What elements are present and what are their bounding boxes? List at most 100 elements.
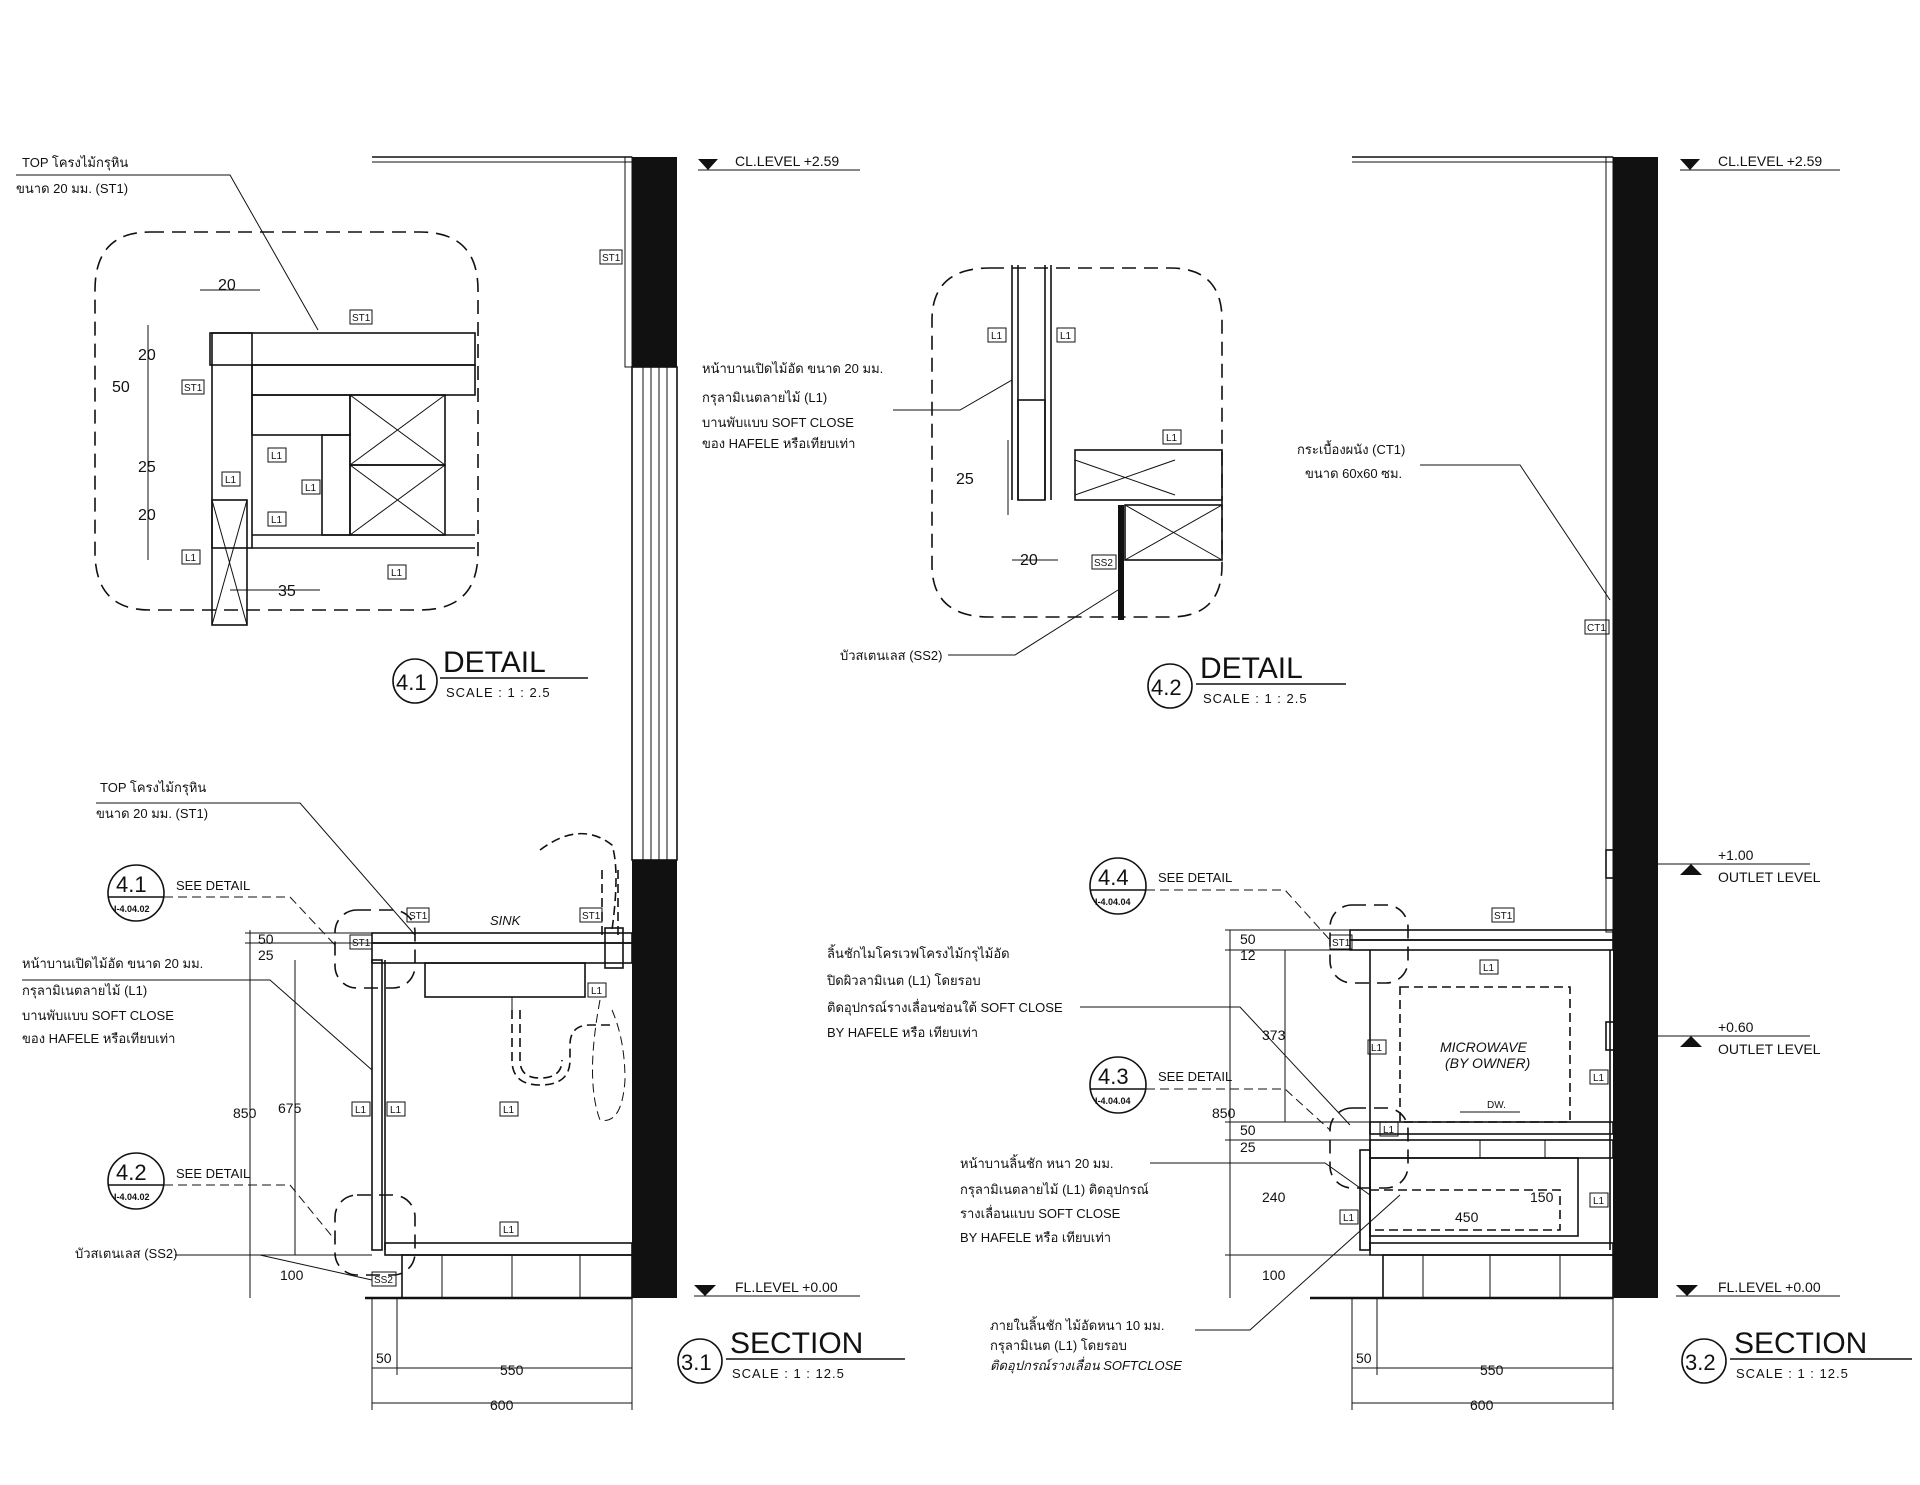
cabinet-bottom	[1369, 1242, 1614, 1256]
section-3-2-note-inside-line2: กรุลามิเนต (L1) โดยรอบ	[990, 1338, 1127, 1354]
leader-line	[22, 979, 373, 1071]
tag-st1: ST1	[406, 907, 430, 923]
section-3-1-note-top-line1: TOP โครงไม้กรุหิน	[100, 780, 206, 796]
dim-850: 850	[1212, 1105, 1236, 1121]
svg-text:FL.LEVEL +0.00: FL.LEVEL +0.00	[1718, 1279, 1821, 1295]
wall-lower	[632, 860, 677, 1298]
microwave-shelf	[1369, 1121, 1614, 1135]
detail-4-1-note-line2: ขนาด 20 มม. (ST1)	[16, 181, 128, 196]
drawer-top	[1369, 1139, 1614, 1159]
svg-text:I-4.04.04: I-4.04.04	[1095, 897, 1131, 907]
section-3-2-note-drawer-line1: หน้าบานลิ้นชัก หนา 20 มม.	[960, 1154, 1114, 1171]
svg-text:ST1: ST1	[1332, 938, 1351, 949]
svg-text:SEE DETAIL: SEE DETAIL	[176, 1166, 250, 1181]
tag-l1: L1	[987, 327, 1007, 343]
leader-line	[175, 1254, 373, 1281]
dim-20: 20	[1020, 552, 1038, 569]
svg-text:L1: L1	[1593, 1073, 1605, 1084]
svg-text:OUTLET LEVEL: OUTLET LEVEL	[1718, 1041, 1821, 1057]
leader-line	[96, 802, 416, 936]
svg-text:ST1: ST1	[1494, 911, 1513, 922]
outlet-level-marker-2: +0.60 OUTLET LEVEL	[1620, 1019, 1821, 1057]
dim-20-top: 20	[218, 277, 236, 294]
tag-l1: L1	[499, 1101, 519, 1117]
detail-4-2-bubble	[1147, 663, 1193, 709]
plywood-frame-upper	[251, 364, 476, 396]
detail-4-2-note1-line4: ของ HAFELE หรือเทียบเท่า	[702, 436, 855, 451]
callout-cloud-4-3	[1329, 1107, 1409, 1189]
svg-text:ST1: ST1	[352, 313, 371, 324]
tag-ct1: CT1	[1584, 619, 1610, 635]
detail-4-2: 25 20 L1 L1 L1 SS2 หน้าบานเปิดไม้อัด ขนา…	[702, 265, 1346, 709]
see-detail-4-2: 4.2 I-4.04.02 SEE DETAIL	[107, 1152, 336, 1241]
svg-text:L1: L1	[1483, 963, 1495, 974]
tag-ss2: SS2	[1091, 554, 1117, 570]
svg-text:L1: L1	[271, 515, 283, 526]
back-post	[604, 927, 624, 969]
svg-text:L1: L1	[1593, 1196, 1605, 1207]
section-3-1-number: 3.1	[681, 1350, 712, 1375]
see-detail-4-3: 4.3 I-4.04.04 SEE DETAIL	[1089, 1056, 1331, 1131]
svg-text:L1: L1	[591, 986, 603, 997]
svg-text:SS2: SS2	[374, 1275, 393, 1286]
dim-35: 35	[278, 583, 296, 600]
tag-st1: ST1	[181, 379, 205, 395]
section-3-2-note-shelf-line1: ลิ้นชักไมโครเวฟโครงไม้กรุไม้อัด	[827, 944, 1010, 962]
tag-st1: ST1	[1329, 934, 1353, 950]
svg-text:4.2: 4.2	[116, 1160, 147, 1185]
floor-level-marker: FL.LEVEL +0.00	[1676, 1279, 1840, 1297]
supply-hose	[592, 999, 626, 1121]
section-3-2-note-tile-line1: กระเบื้องผนัง (CT1)	[1297, 440, 1405, 457]
dim-373: 373	[1262, 1027, 1286, 1043]
cabinet-bottom	[384, 1242, 633, 1256]
svg-text:4.1: 4.1	[116, 872, 147, 897]
dim-100: 100	[1262, 1267, 1286, 1283]
section-3-1-note-door-line4: ของ HAFELE หรือเทียบเท่า	[22, 1031, 175, 1046]
detail-4-1-title: DETAIL	[443, 646, 546, 679]
svg-text:OUTLET LEVEL: OUTLET LEVEL	[1718, 869, 1821, 885]
tag-l1: L1	[267, 447, 287, 463]
tag-l1: L1	[1162, 429, 1182, 445]
section-3-1-note-base: บัวสเตนเลส (SS2)	[75, 1246, 177, 1261]
detail-4-2-scale: SCALE : 1 : 2.5	[1203, 691, 1308, 706]
section-3-2-note-shelf-line4: BY HAFELE หรือ เทียบเท่า	[827, 1025, 978, 1040]
shelf-panel	[1074, 449, 1223, 501]
tag-ss2: SS2	[371, 1271, 397, 1287]
section-3-1-bubble	[677, 1338, 723, 1384]
tag-l1: L1	[301, 479, 321, 495]
microwave-label-line1: MICROWAVE	[1440, 1039, 1528, 1055]
door-panel	[371, 959, 383, 1251]
countertop-frame	[371, 942, 633, 964]
tag-l1: L1	[387, 564, 407, 580]
dim-550: 550	[500, 1362, 524, 1378]
tag-l1: L1	[1339, 1209, 1359, 1225]
section-3-2-scale: SCALE : 1 : 12.5	[1736, 1366, 1849, 1381]
section-3-2-note-inside-line3: ติดอุปกรณ์รางเลื่อน SOFTCLOSE	[990, 1356, 1182, 1374]
tag-l1: L1	[1479, 959, 1499, 975]
section-3-1-scale: SCALE : 1 : 12.5	[732, 1366, 845, 1381]
svg-text:L1: L1	[991, 331, 1003, 342]
tag-l1: L1	[587, 982, 607, 998]
tag-l1: L1	[1367, 1039, 1387, 1055]
svg-text:FL.LEVEL +0.00: FL.LEVEL +0.00	[735, 1279, 838, 1295]
cross-mark	[1074, 459, 1176, 496]
svg-text:I-4.04.02: I-4.04.02	[114, 904, 150, 914]
detail-4-2-cloud-boundary	[931, 267, 1223, 618]
section-3-2-title: SECTION	[1734, 1327, 1867, 1360]
svg-text:L1: L1	[503, 1225, 515, 1236]
section-3-1-title: SECTION	[730, 1327, 863, 1360]
svg-text:L1: L1	[1166, 433, 1178, 444]
leader-line	[893, 379, 1013, 411]
window-frame	[631, 366, 678, 861]
microwave	[1399, 986, 1571, 1123]
tile-finish	[1605, 156, 1614, 933]
section-3-2-note-shelf-line2: ปิดผิวลามิเนต (L1) โดยรอบ	[826, 973, 981, 988]
drawer-front	[1359, 1149, 1371, 1251]
tag-st1: ST1	[349, 309, 373, 325]
floor-level-marker: FL.LEVEL +0.00	[694, 1279, 860, 1297]
section-3-1: SINK ST1 ST1 ST1 ST1 L1 L1 L1 L1 L1 SS2 …	[22, 153, 905, 1413]
svg-text:L1: L1	[305, 483, 317, 494]
svg-text:ST1: ST1	[409, 911, 428, 922]
cross-mark	[349, 464, 446, 536]
detail-4-2-title: DETAIL	[1200, 652, 1303, 685]
